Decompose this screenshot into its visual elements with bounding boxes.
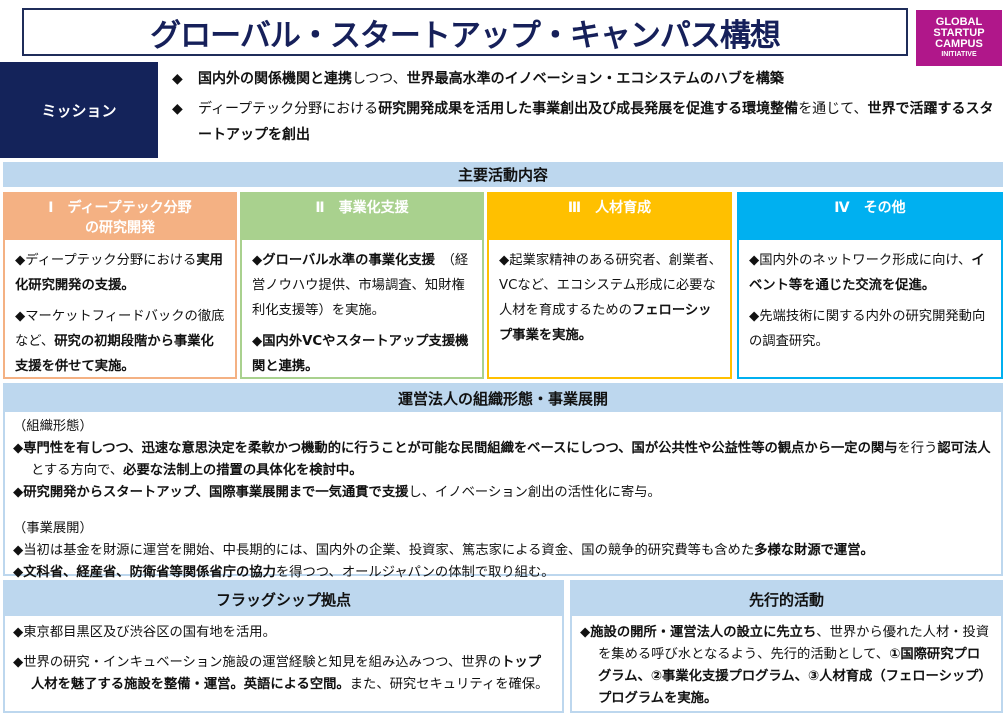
activity-column: Ⅰ ディープテック分野 の研究開発 ◆ディープテック分野における実用化研究開発の支… (3, 192, 237, 379)
organization-item: ◆文科省、経産省、防衛省等関係省庁の協力を得つつ、オールジャパンの体制で取り組む… (13, 562, 993, 584)
activity-item: ◆グローバル水準の事業化支援 （経営ノウハウ提供、市場調査、知財権利化支援等）を… (252, 248, 474, 323)
text-segment: しつつ、 (352, 71, 407, 87)
text-segment: し、イノベーション創出の活性化に寄与。 (408, 485, 661, 500)
organization-item: ◆当初は基金を財源に運営を開始、中長期的には、国内外の企業、投資家、篤志家による… (13, 540, 993, 562)
bold-text-segment: ◆文科省、経産省、防衛省等関係省庁の協力 (13, 565, 276, 580)
preceding-activities-heading: 先行的活動 (572, 582, 1001, 616)
mission-item-text: 国内外の関係機関と連携しつつ、世界最高水準のイノベーション・エコシステムのハブを… (198, 66, 784, 92)
text-segment: ◆東京都目黒区及び渋谷区の国有地を活用。 (13, 625, 276, 640)
mission-label: ミッション (0, 62, 158, 158)
logo-text: STARTUP (933, 27, 985, 39)
activity-column-title: Ⅳ その他 (739, 194, 1001, 240)
activity-item: ◆国内外のネットワーク形成に向け、イベント等を通じた交流を促進。 (749, 248, 993, 298)
organization-item: ◆専門性を有しつつ、迅速な意思決定を柔軟かつ機動的に行うことが可能な民間組織をベ… (13, 438, 993, 482)
logo-text: CAMPUS (935, 38, 983, 50)
preceding-activities-section: 先行的活動 ◆施設の開所・運営法人の設立に先立ち、世界から優れた人材・投資を集め… (570, 580, 1003, 713)
page-title: グローバル・スタートアップ・キャンパス構想 (22, 8, 908, 56)
bold-text-segment: 必要な法制上の措置の具体化を検討中。 (123, 463, 363, 478)
organization-heading: 運営法人の組織形態・事業展開 (5, 385, 1001, 412)
activity-item: ◆起業家精神のある研究者、創業者、VCなど、エコシステム形成に必要な人材を育成す… (499, 248, 722, 348)
organization-section: 運営法人の組織形態・事業展開 （組織形態） ◆専門性を有しつつ、迅速な意思決定を… (3, 383, 1003, 580)
bold-text-segment: 世界で活躍するスタートアップを創出 (198, 101, 994, 143)
flagship-section: フラッグシップ拠点 ◆東京都目黒区及び渋谷区の国有地を活用。 ◆世界の研究・イン… (3, 580, 564, 713)
flagship-heading: フラッグシップ拠点 (5, 582, 562, 616)
bold-text-segment: 国内外の関係機関と連携 (198, 71, 352, 87)
text-segment: を行う (897, 441, 938, 456)
activity-item: ◆ディープテック分野における実用化研究開発の支援。 (15, 248, 227, 298)
logo-text: INITIATIVE (941, 51, 977, 58)
mission-item: ◆ ディープテック分野における研究開発成果を活用した事業創出及び成長発展を促進する… (172, 96, 1002, 148)
text-segment: ◆マーケットフィードバックの徹底など、 (15, 309, 225, 349)
bold-text-segment: 研究の初期段階から事業化支援を併せて実施。 (15, 334, 214, 374)
text-segment: ◆世界の研究・インキュベーション施設の運営経験と知見を組み込みつつ、世界の (13, 655, 502, 670)
text-segment: を通じて、 (798, 101, 868, 117)
text-segment: ◆国内外のネットワーク形成に向け、 (749, 253, 972, 268)
activity-item: ◆先端技術に関する内外の研究開発動向の調査研究。 (749, 304, 993, 354)
logo-text: GLOBAL (935, 16, 983, 28)
bold-text-segment: 研究開発成果を活用した事業創出及び成長発展を促進する環境整備 (378, 101, 799, 117)
diamond-bullet-icon: ◆ (172, 101, 183, 117)
activity-column: Ⅳ その他 ◆国内外のネットワーク形成に向け、イベント等を通じた交流を促進。 ◆先端… (737, 192, 1003, 379)
text-segment: （経営ノウハウ提供、市場調査、知財権利化支援等）を実施。 (252, 253, 469, 318)
bold-text-segment: ◆研究開発からスタートアップ、国際事業展開まで一気通貫で支援 (13, 485, 409, 500)
text-segment: ディープテック分野における (198, 101, 379, 117)
bold-text-segment: ◆国内外VCやスタートアップ支援機関と連携。 (252, 334, 469, 374)
bold-text-segment: 世界最高水準のイノベーション・エコシステムのハブを構築 (406, 71, 784, 87)
bold-text-segment: ◆グローバル水準の事業化支援 (252, 253, 435, 268)
bold-text-segment: 実用化研究開発の支援。 (15, 253, 223, 293)
text-segment: ◆ディープテック分野における (15, 253, 197, 268)
bold-text-segment: トップ人材を魅了する施設を整備・運営。英語による空間。 (31, 655, 542, 692)
flagship-item: ◆世界の研究・インキュベーション施設の運営経験と知見を組み込みつつ、世界のトップ… (13, 652, 554, 696)
activity-column-title: Ⅰ ディープテック分野 の研究開発 (5, 194, 235, 240)
diamond-bullet-icon: ◆ (172, 71, 183, 87)
text-segment: ◆当初は基金を財源に運営を開始、中長期的には、国内外の企業、投資家、篤志家による… (13, 543, 755, 558)
main-activities-heading: 主要活動内容 (3, 162, 1003, 187)
bold-text-segment: 多様な財源で運営。 (754, 543, 874, 558)
bold-text-segment: 認可法人 (937, 441, 991, 456)
activity-column: Ⅲ 人材育成 ◆起業家精神のある研究者、創業者、VCなど、エコシステム形成に必要な… (487, 192, 732, 379)
mission-statements: ◆ 国内外の関係機関と連携しつつ、世界最高水準のイノベーション・エコシステムのハブ… (172, 66, 1002, 152)
text-segment: とする方向で、 (31, 463, 124, 478)
activity-column: Ⅱ 事業化支援 ◆グローバル水準の事業化支援 （経営ノウハウ提供、市場調査、知財権… (240, 192, 484, 379)
bold-text-segment: イベント等を通じた交流を促進。 (749, 253, 985, 293)
organization-item: ◆研究開発からスタートアップ、国際事業展開まで一気通貫で支援し、イノベーション創… (13, 482, 993, 504)
text-segment: 、世界から優れた人材・投資を集める呼び水となるよう、先行的活動として、 (598, 625, 990, 662)
activity-column-title: Ⅱ 事業化支援 (242, 194, 482, 240)
activity-column-title: Ⅲ 人材育成 (489, 194, 730, 240)
activity-item: ◆マーケットフィードバックの徹底など、研究の初期段階から事業化支援を併せて実施。 (15, 304, 227, 379)
bold-text-segment: ◆施設の開所・運営法人の設立に先立ち (580, 625, 817, 640)
text-segment: また、研究セキュリティを確保。 (349, 677, 549, 692)
mission-item-text: ディープテック分野における研究開発成果を活用した事業創出及び成長発展を促進する環… (198, 96, 1002, 148)
preceding-item: ◆施設の開所・運営法人の設立に先立ち、世界から優れた人材・投資を集める呼び水とな… (580, 622, 993, 710)
text-segment: ◆先端技術に関する内外の研究開発動向の調査研究。 (749, 309, 986, 349)
activity-item: ◆国内外VCやスタートアップ支援機関と連携。 (252, 329, 474, 379)
bold-text-segment: ①国際研究プログラム、②事業化支援プログラム、③人材育成（フェローシップ）プログ… (598, 647, 992, 706)
global-startup-campus-logo: GLOBAL STARTUP CAMPUS INITIATIVE (916, 10, 1002, 66)
flagship-item: ◆東京都目黒区及び渋谷区の国有地を活用。 (13, 622, 554, 644)
text-segment: ◆起業家精神のある研究者、創業者、VCなど、エコシステム形成に必要な人材を育成す… (499, 253, 722, 318)
bold-text-segment: ◆専門性を有しつつ、迅速な意思決定を柔軟かつ機動的に行うことが可能な民間組織をベ… (13, 441, 898, 456)
mission-item: ◆ 国内外の関係機関と連携しつつ、世界最高水準のイノベーション・エコシステムのハブ… (172, 66, 1002, 92)
text-segment: を得つつ、オールジャパンの体制で取り組む。 (275, 565, 555, 580)
bold-text-segment: フェローシップ事業を実施。 (499, 303, 712, 343)
subheading: （事業展開） (13, 521, 93, 536)
subheading: （組織形態） (13, 419, 93, 434)
